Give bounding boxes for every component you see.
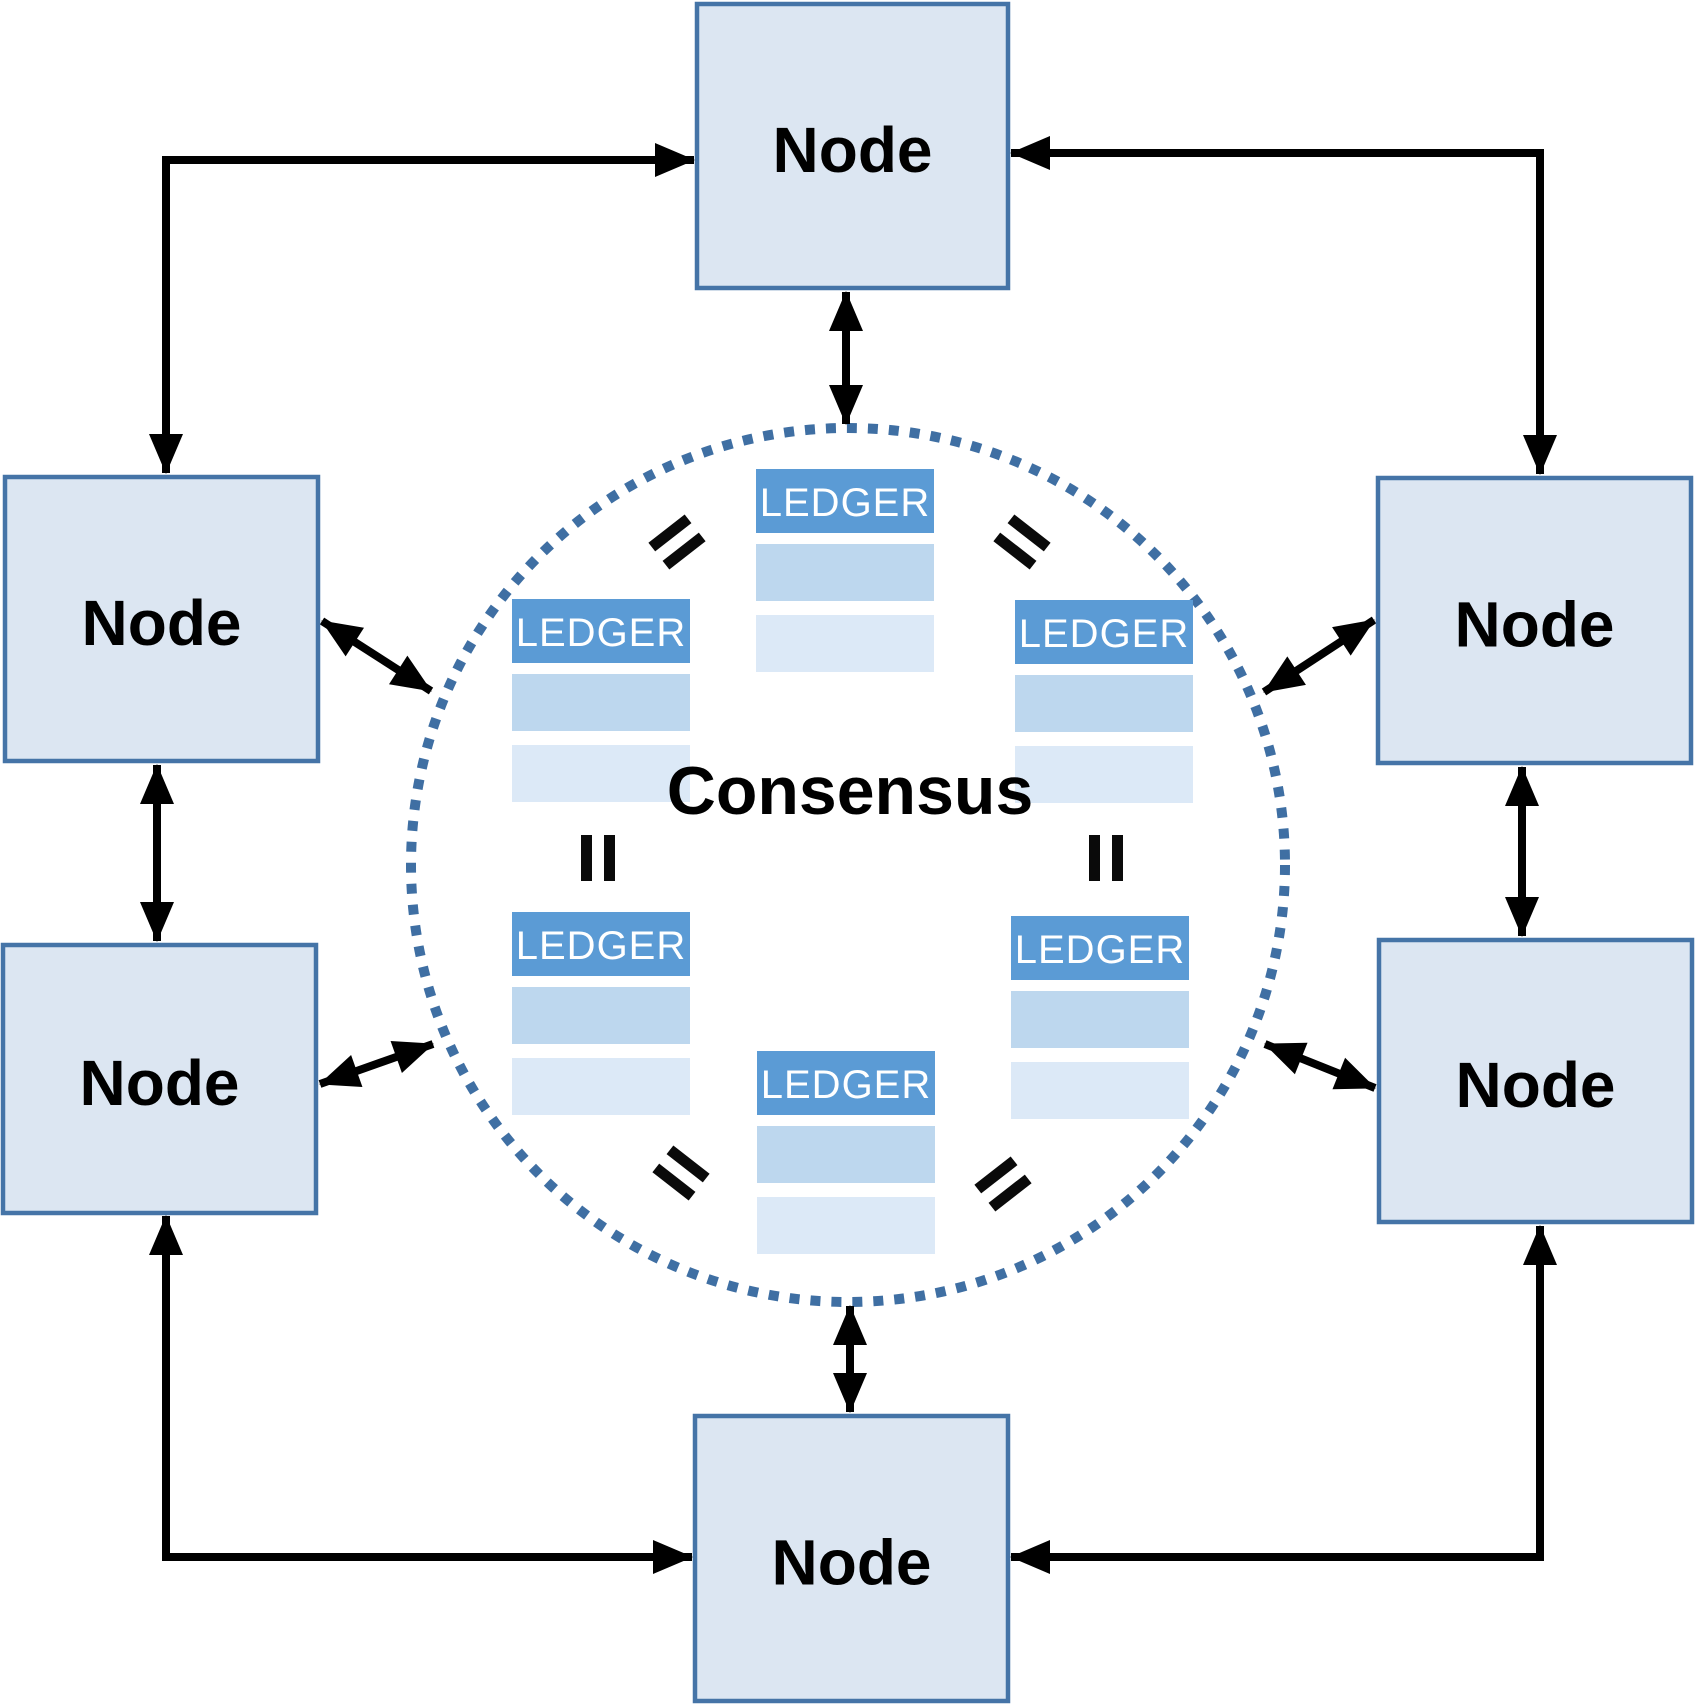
ledger-bottom-row-2 bbox=[757, 1197, 935, 1254]
equals-lower-left bbox=[652, 1145, 710, 1201]
consensus-title: Consensus bbox=[667, 753, 1034, 829]
arrow-bottom-left-elbow bbox=[149, 1215, 693, 1574]
ledger-upper-left: LEDGER bbox=[512, 599, 690, 802]
ledger-bottom-row-1 bbox=[757, 1126, 935, 1183]
node-lower-right bbox=[1376, 937, 1695, 1225]
node-upper-left bbox=[2, 474, 321, 764]
connector-layer bbox=[140, 136, 1557, 1574]
equals-lower-left-bar-bottom bbox=[652, 1163, 696, 1201]
ledger-bottom-header bbox=[757, 1051, 935, 1115]
node-lower-left bbox=[0, 942, 319, 1216]
ledger-lower-right: LEDGER bbox=[1011, 916, 1189, 1119]
equals-mid-right bbox=[1089, 835, 1123, 881]
ledger-lower-left-row-2 bbox=[512, 1058, 690, 1115]
ledger-top: LEDGER bbox=[756, 469, 934, 672]
arrow-lower-left-to-circle bbox=[318, 1040, 435, 1088]
ledger-top-label: LEDGER bbox=[760, 481, 931, 525]
equals-mid-left-bar-top bbox=[604, 835, 615, 881]
equals-mid-left bbox=[581, 835, 615, 881]
ledger-lower-right-row-1 bbox=[1011, 991, 1189, 1048]
node-lower-right-label: Node bbox=[1456, 1049, 1616, 1121]
equals-upper-right-bar-top bbox=[1007, 514, 1051, 552]
ledger-top-row-2 bbox=[756, 615, 934, 672]
arrow-bottom-right-elbow bbox=[1010, 1225, 1557, 1574]
ledger-lower-left-row-1 bbox=[512, 987, 690, 1044]
arrow-top-left-elbow bbox=[149, 143, 695, 474]
ledger-upper-right-row-2 bbox=[1015, 746, 1193, 803]
consensus-boundary-circle bbox=[406, 423, 1290, 1307]
node-bottom-label: Node bbox=[772, 1527, 932, 1599]
node-upper-right bbox=[1375, 475, 1694, 766]
arrow-lower-right-to-circle bbox=[1263, 1040, 1377, 1092]
ledger-lower-left: LEDGER bbox=[512, 912, 690, 1115]
ledger-lower-right-label: LEDGER bbox=[1015, 928, 1186, 972]
equals-mid-right-bar-top bbox=[1112, 835, 1123, 881]
ledger-upper-left-row-2 bbox=[512, 745, 690, 802]
ledger-upper-left-row-1 bbox=[512, 674, 690, 731]
ledger-top-row-1 bbox=[756, 544, 934, 601]
ledger-lower-right-row-2 bbox=[1011, 1062, 1189, 1119]
ledger-lower-right-header bbox=[1011, 916, 1189, 980]
ledger-bottom-label: LEDGER bbox=[761, 1063, 932, 1107]
arrow-upper-right-to-circle bbox=[1261, 616, 1377, 696]
equals-upper-right bbox=[993, 514, 1051, 570]
arrow-top-right-elbow bbox=[1010, 136, 1557, 475]
ledger-layer: LEDGER LEDGER LEDGER LEDGER LEDGER LEDGER bbox=[512, 469, 1193, 1254]
ledger-bottom: LEDGER bbox=[757, 1051, 935, 1254]
node-top-label: Node bbox=[773, 114, 933, 186]
equals-lower-left-bar-top bbox=[666, 1145, 710, 1183]
equals-upper-left bbox=[648, 514, 706, 570]
equals-marks-layer bbox=[581, 514, 1123, 1212]
ledger-lower-left-label: LEDGER bbox=[516, 924, 687, 968]
ledger-upper-right: LEDGER bbox=[1015, 600, 1193, 803]
ledger-top-header bbox=[756, 469, 934, 533]
arrow-upper-left-to-circle bbox=[319, 617, 434, 695]
equals-lower-right-bar-top bbox=[974, 1156, 1018, 1194]
equals-upper-left-bar-bottom bbox=[662, 532, 706, 570]
ledger-lower-left-header bbox=[512, 912, 690, 976]
equals-upper-left-bar-top bbox=[648, 514, 692, 552]
ledger-upper-right-header bbox=[1015, 600, 1193, 664]
node-upper-left-label: Node bbox=[82, 587, 242, 659]
equals-upper-right-bar-bottom bbox=[993, 532, 1037, 570]
ledger-upper-left-label: LEDGER bbox=[516, 611, 687, 655]
node-upper-right-label: Node bbox=[1455, 589, 1615, 661]
ledger-upper-right-label: LEDGER bbox=[1019, 612, 1190, 656]
node-lower-left-label: Node bbox=[80, 1047, 240, 1119]
equals-mid-left-bar-bottom bbox=[581, 835, 592, 881]
node-bottom bbox=[692, 1413, 1011, 1704]
equals-mid-right-bar-bottom bbox=[1089, 835, 1100, 881]
consensus-boundary-layer bbox=[406, 423, 1290, 1307]
ledger-upper-right-row-1 bbox=[1015, 675, 1193, 732]
ledger-upper-left-header bbox=[512, 599, 690, 663]
node-top bbox=[694, 1, 1011, 291]
equals-lower-right-bar-bottom bbox=[988, 1174, 1032, 1212]
equals-lower-right bbox=[974, 1156, 1032, 1212]
